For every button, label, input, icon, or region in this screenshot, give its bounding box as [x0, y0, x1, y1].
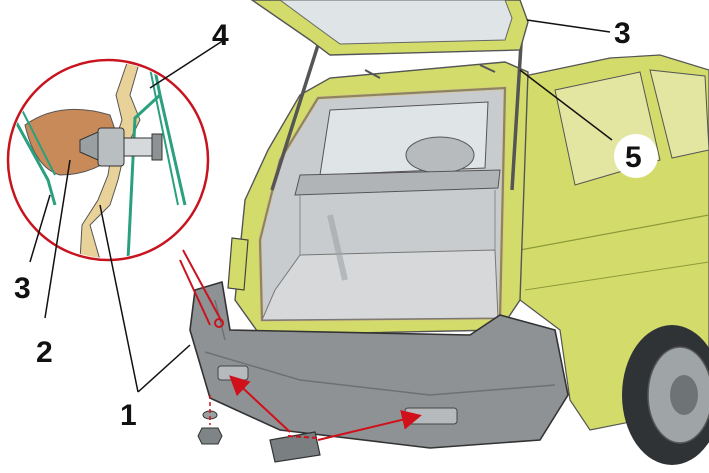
vehicle-illustration — [189, 0, 709, 465]
callout-5: 5 — [625, 141, 642, 174]
tail-light — [227, 237, 249, 291]
callout-5-badge: 5 — [614, 134, 658, 178]
vehicle-side-window-rear — [649, 69, 709, 159]
callout-2: 2 — [36, 336, 53, 369]
detail-zoom — [6, 39, 225, 393]
callout-1: 1 — [120, 399, 137, 432]
red-leader-lines — [179, 249, 422, 441]
cargo-floor — [261, 249, 499, 321]
nut-icon — [197, 427, 223, 445]
detail-bolt — [79, 127, 163, 167]
gas-strut-left — [270, 44, 320, 191]
callout-labels: 4 3 2 1 3 5 — [14, 17, 658, 432]
callout-3-right: 3 — [614, 17, 631, 50]
gas-strut-right — [510, 27, 524, 191]
seat-headrest — [405, 136, 475, 174]
bumper-slot-right — [404, 407, 458, 425]
bumper-plug-icon — [269, 431, 321, 463]
parcel-shelf — [294, 169, 501, 196]
callout-3-left: 3 — [14, 272, 31, 305]
tailgate-glass — [279, 0, 513, 45]
rear-wheel — [622, 325, 709, 465]
loose-parts — [197, 395, 321, 463]
detail-wire-3 — [13, 119, 57, 206]
callout-4: 4 — [212, 19, 229, 52]
